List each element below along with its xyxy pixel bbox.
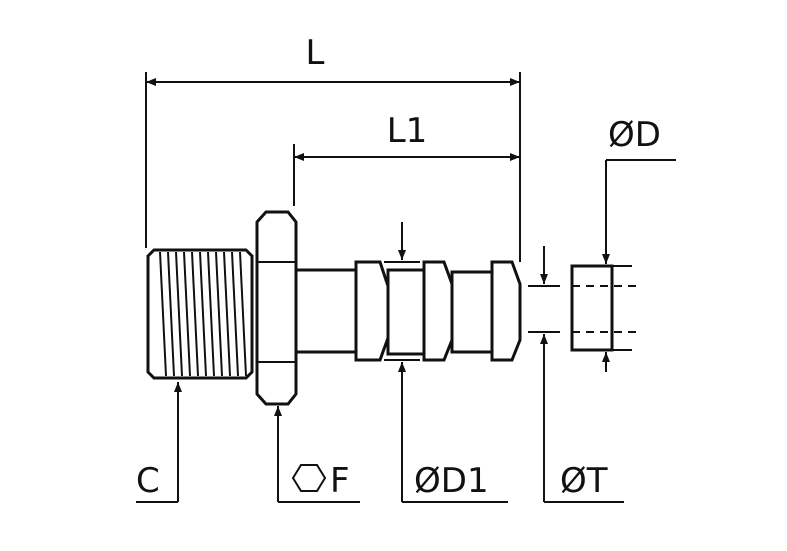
thread-line [215, 251, 223, 377]
dimension-hex: F [274, 406, 360, 503]
thread-line [199, 251, 207, 377]
dimension-l: L [145, 33, 521, 262]
hex-label: F [330, 461, 350, 501]
dimension-thread: C [136, 382, 182, 503]
thread-line [159, 251, 167, 377]
thread-lines [159, 251, 247, 377]
thread-line [183, 251, 191, 377]
outer-diameter-label: ØD [608, 115, 661, 155]
dimension-barb-diameter: ØD1 [384, 222, 508, 503]
threaded-end [146, 248, 254, 380]
shank [294, 268, 358, 354]
dimension-l1: L1 [293, 111, 520, 206]
hexagon-icon [291, 464, 327, 492]
barbed-tail [354, 260, 522, 362]
length-1-label: L1 [387, 111, 428, 151]
thread-line [239, 251, 247, 377]
thread-label: C [136, 461, 160, 501]
thread-line [223, 251, 231, 377]
thread-line [167, 251, 175, 377]
thread-line [207, 251, 215, 377]
tube-section [570, 264, 640, 352]
tube-diameter-label: ØT [560, 461, 608, 501]
thread-line [231, 251, 239, 377]
barb-diameter-label: ØD1 [414, 461, 489, 501]
hex-nut [255, 210, 298, 406]
dimension-tube-diameter: ØT [528, 246, 624, 503]
thread-line [175, 251, 183, 377]
length-label: L [306, 33, 325, 73]
thread-line [191, 251, 199, 377]
dimension-outer-diameter: ØD [602, 115, 676, 372]
